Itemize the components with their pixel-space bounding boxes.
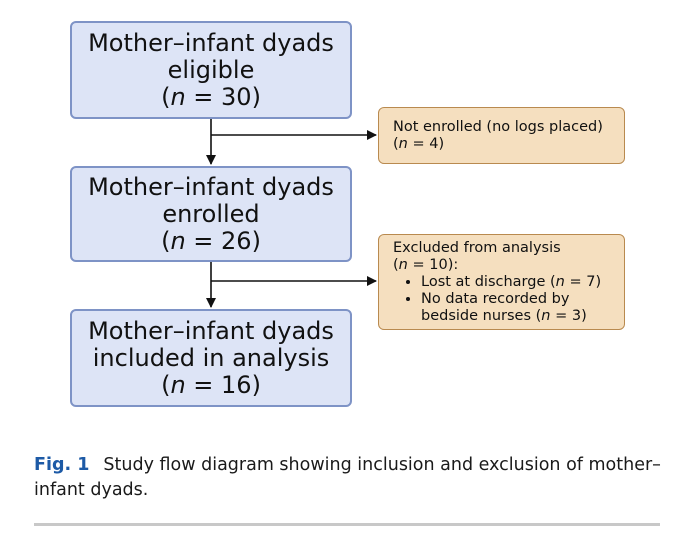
not-enrolled-label: Not enrolled (no logs placed) <box>393 119 603 135</box>
figure-label: Fig. 1 <box>34 455 90 475</box>
box-analysis-count: (n = 16) <box>161 370 261 399</box>
box-enrolled: Mother–infant dyads enrolled (n = 26) <box>70 166 352 262</box>
flow-connectors <box>206 119 377 308</box>
box-analysis-line2: included in analysis <box>92 343 330 372</box>
box-eligible-line2: eligible <box>167 55 255 84</box>
box-not-enrolled: Not enrolled (no logs placed) (n = 4) <box>378 107 625 164</box>
box-eligible-line1: Mother–infant dyads <box>88 28 334 57</box>
box-eligible-count: (n = 30) <box>161 82 261 111</box>
excluded-reason-lost-at-discharge: Lost at discharge (n = 7) <box>421 274 614 291</box>
not-enrolled-count: (n = 4) <box>393 136 445 152</box>
divider <box>34 523 660 526</box>
excluded-label: Excluded from analysis <box>393 240 561 256</box>
box-eligible: Mother–infant dyads eligible (n = 30) <box>70 21 352 119</box>
figure-caption-text: Study flow diagram showing inclusion and… <box>34 455 661 500</box>
box-analysis: Mother–infant dyads included in analysis… <box>70 309 352 407</box>
box-enrolled-count: (n = 26) <box>161 226 261 255</box>
box-enrolled-line1: Mother–infant dyads <box>88 172 334 201</box>
box-analysis-line1: Mother–infant dyads <box>88 316 334 345</box>
box-enrolled-line2: enrolled <box>162 199 260 228</box>
excluded-reasons-list: Lost at discharge (n = 7) No data record… <box>393 274 614 325</box>
excluded-count: (n = 10): <box>393 257 459 273</box>
box-excluded: Excluded from analysis (n = 10): Lost at… <box>378 234 625 330</box>
